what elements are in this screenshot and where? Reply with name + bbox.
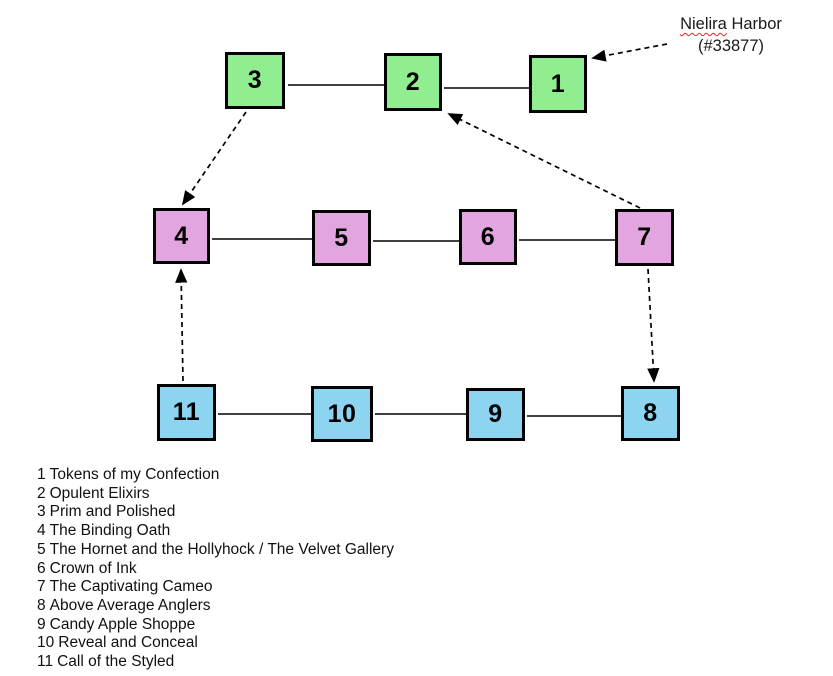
legend-item-text: Tokens of my Confection xyxy=(49,466,220,483)
node-label: 10 xyxy=(327,399,357,428)
node-label: 8 xyxy=(643,399,658,427)
node-label: 2 xyxy=(405,67,421,96)
legend-item-text: Candy Apple Shoppe xyxy=(49,615,196,633)
legend-item-number: 1 xyxy=(37,466,46,483)
legend-item-text: The Hornet and the Hollyhock / The Velve… xyxy=(49,540,394,558)
node-label: 5 xyxy=(334,223,349,252)
node-label: 1 xyxy=(550,69,566,98)
harbor-id: (#33877) xyxy=(697,37,765,56)
node-label: 9 xyxy=(488,400,503,428)
node-4[interactable]: 4 xyxy=(153,208,210,264)
node-3[interactable]: 3 xyxy=(225,52,285,109)
solid-edge-group xyxy=(212,84,621,417)
node-label: 3 xyxy=(247,66,263,94)
node-8[interactable]: 8 xyxy=(621,386,680,441)
dashed-arrow-group xyxy=(175,43,668,383)
dashed-arrow-11-4 xyxy=(175,268,188,382)
legend-item-text: Opulent Elixirs xyxy=(49,484,150,502)
legend-item-number: 2 xyxy=(37,484,46,502)
node-7[interactable]: 7 xyxy=(615,209,674,266)
dashed-arrow-7-2 xyxy=(447,113,641,209)
node-10[interactable]: 10 xyxy=(311,386,373,442)
harbor-name-rest: Harbor xyxy=(726,15,782,33)
legend-item-number: 4 xyxy=(37,522,46,540)
dashed-arrow-7-8 xyxy=(647,268,660,383)
harbor-name-line: Nielira Harbor xyxy=(636,13,826,35)
dashed-arrow-label-1 xyxy=(591,43,668,62)
dashed-arrow-3-4 xyxy=(181,111,247,206)
harbor-annotation-label: Nielira Harbor (#33877) xyxy=(636,13,826,58)
legend-item-text: Crown of Ink xyxy=(49,559,137,577)
legend-item-number: 10 xyxy=(37,634,55,652)
node-label: 11 xyxy=(172,398,201,426)
node-label: 6 xyxy=(480,222,496,251)
legend-item-text: Reveal and Conceal xyxy=(58,634,198,652)
legend-item-number: 11 xyxy=(37,653,54,671)
legend-item-text: Prim and Polished xyxy=(49,503,176,521)
legend-item-text: Call of the Styled xyxy=(57,653,175,671)
node-1[interactable]: 1 xyxy=(529,55,587,113)
node-11[interactable]: 11 xyxy=(157,384,216,441)
node-6[interactable]: 6 xyxy=(459,209,517,265)
legend-item-text: Above Average Anglers xyxy=(49,596,211,614)
misspelled-word: Nielira xyxy=(680,15,727,33)
node-9[interactable]: 9 xyxy=(466,388,525,441)
legend-item-number: 7 xyxy=(37,578,46,596)
node-5[interactable]: 5 xyxy=(312,210,371,266)
legend-item-number: 6 xyxy=(37,559,46,577)
legend-item-number: 8 xyxy=(37,596,46,614)
legend-item-number: 9 xyxy=(37,615,46,633)
node-label: 7 xyxy=(637,223,652,251)
node-label: 4 xyxy=(174,221,189,250)
node-2[interactable]: 2 xyxy=(384,53,442,111)
legend-item-number: 3 xyxy=(37,503,46,521)
legend-item-text: The Captivating Cameo xyxy=(49,578,213,596)
legend-item-text: The Binding Oath xyxy=(49,522,171,540)
legend-item-number: 5 xyxy=(37,540,46,558)
